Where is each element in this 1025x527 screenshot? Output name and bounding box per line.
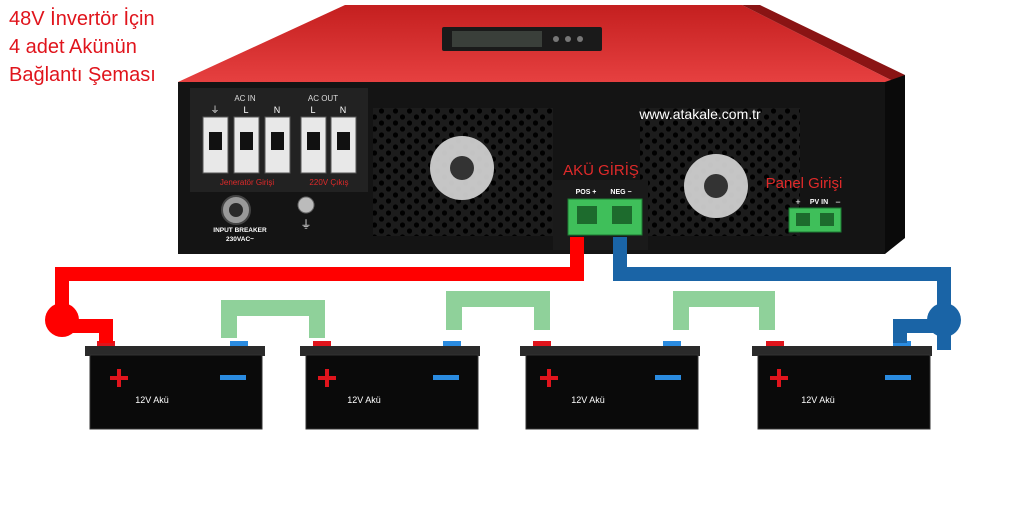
battery-label: 12V Akü <box>571 395 605 405</box>
battery-body <box>305 354 479 430</box>
ac-in-label: AC IN <box>234 94 256 103</box>
battery-label: 12V Akü <box>135 395 169 405</box>
terminal-n-label: N <box>274 105 281 115</box>
battery-plus-icon <box>547 369 551 387</box>
terminal-n-out-label: N <box>340 105 347 115</box>
battery-plus-icon <box>777 369 781 387</box>
fan-right-hub <box>704 174 728 198</box>
battery-lid <box>300 346 480 356</box>
breaker-voltage-label: 230VAC~ <box>226 236 254 243</box>
battery-label: 12V Akü <box>347 395 381 405</box>
battery-label: 12V Akü <box>801 395 835 405</box>
battery-1: 12V Akü <box>85 341 265 430</box>
series-link-3-4 <box>673 291 775 330</box>
pv-plus-label: + <box>795 197 800 207</box>
terminal-ground-label: ⏚ <box>210 105 219 115</box>
display-button <box>553 36 559 42</box>
battery-body <box>89 354 263 430</box>
battery-terminal-pos-slot <box>577 206 597 224</box>
panel-input-label: Panel Girişi <box>766 175 843 192</box>
battery-lid <box>752 346 932 356</box>
ac-terminal <box>202 116 229 174</box>
terminal-l-out-label: L <box>310 105 315 115</box>
ac-terminal-screw <box>240 132 253 150</box>
battery-4: 12V Akü <box>752 341 932 430</box>
pv-terminal-slot <box>820 213 834 226</box>
battery-plus-icon <box>117 369 121 387</box>
website-label: www.atakale.com.tr <box>638 106 761 122</box>
ground-icon: ⏚ <box>301 218 312 231</box>
ground-screw <box>297 196 315 214</box>
title-line-1: 48V İnvertör İçin <box>9 8 155 30</box>
generator-input-label: Jeneratör Girişi <box>220 178 274 187</box>
battery-3: 12V Akü <box>520 341 700 430</box>
title-line-3: Bağlantı Şeması <box>9 64 156 86</box>
pos-label: POS + <box>576 189 597 196</box>
ac-terminal-screw <box>307 132 320 150</box>
neg-label: NEG − <box>610 189 631 196</box>
battery-minus-icon <box>433 375 459 380</box>
battery-2: 12V Akü <box>300 341 480 430</box>
battery-plus-icon <box>325 369 329 387</box>
series-link-1-2 <box>221 300 325 338</box>
positive-wire <box>55 237 584 343</box>
input-breaker-button <box>229 203 243 217</box>
series-link-2-3 <box>446 291 550 330</box>
fan-left-hub <box>450 156 474 180</box>
battery-minus-icon <box>885 375 911 380</box>
pv-in-label: PV IN <box>810 199 828 206</box>
pv-terminal-slot <box>796 213 810 226</box>
ac-terminals <box>202 116 357 174</box>
battery-lid <box>520 346 700 356</box>
battery-minus-icon <box>220 375 246 380</box>
battery-body <box>757 354 931 430</box>
display-button <box>577 36 583 42</box>
breaker-label: INPUT BREAKER <box>213 227 267 234</box>
negative-wire-lug <box>927 303 961 337</box>
battery-input-label: AKÜ GİRİŞ <box>563 161 639 179</box>
inverter-top-side <box>742 5 905 82</box>
output-220v-label: 220V Çıkış <box>309 178 348 187</box>
terminal-l-label: L <box>243 105 248 115</box>
battery-terminal-neg-slot <box>612 206 632 224</box>
ac-terminal-screw <box>337 132 350 150</box>
ac-terminal-screw <box>271 132 284 150</box>
title-line-2: 4 adet Akünün <box>9 36 137 58</box>
inverter-side-bevel <box>885 75 905 254</box>
ac-out-label: AC OUT <box>308 94 338 103</box>
battery-minus-icon <box>655 375 681 380</box>
lcd-screen <box>452 31 542 47</box>
battery-lid <box>85 346 265 356</box>
pv-minus-label: − <box>835 197 840 207</box>
display-button <box>565 36 571 42</box>
battery-body <box>525 354 699 430</box>
positive-wire-lug <box>45 303 79 337</box>
ac-terminal-screw <box>209 132 222 150</box>
